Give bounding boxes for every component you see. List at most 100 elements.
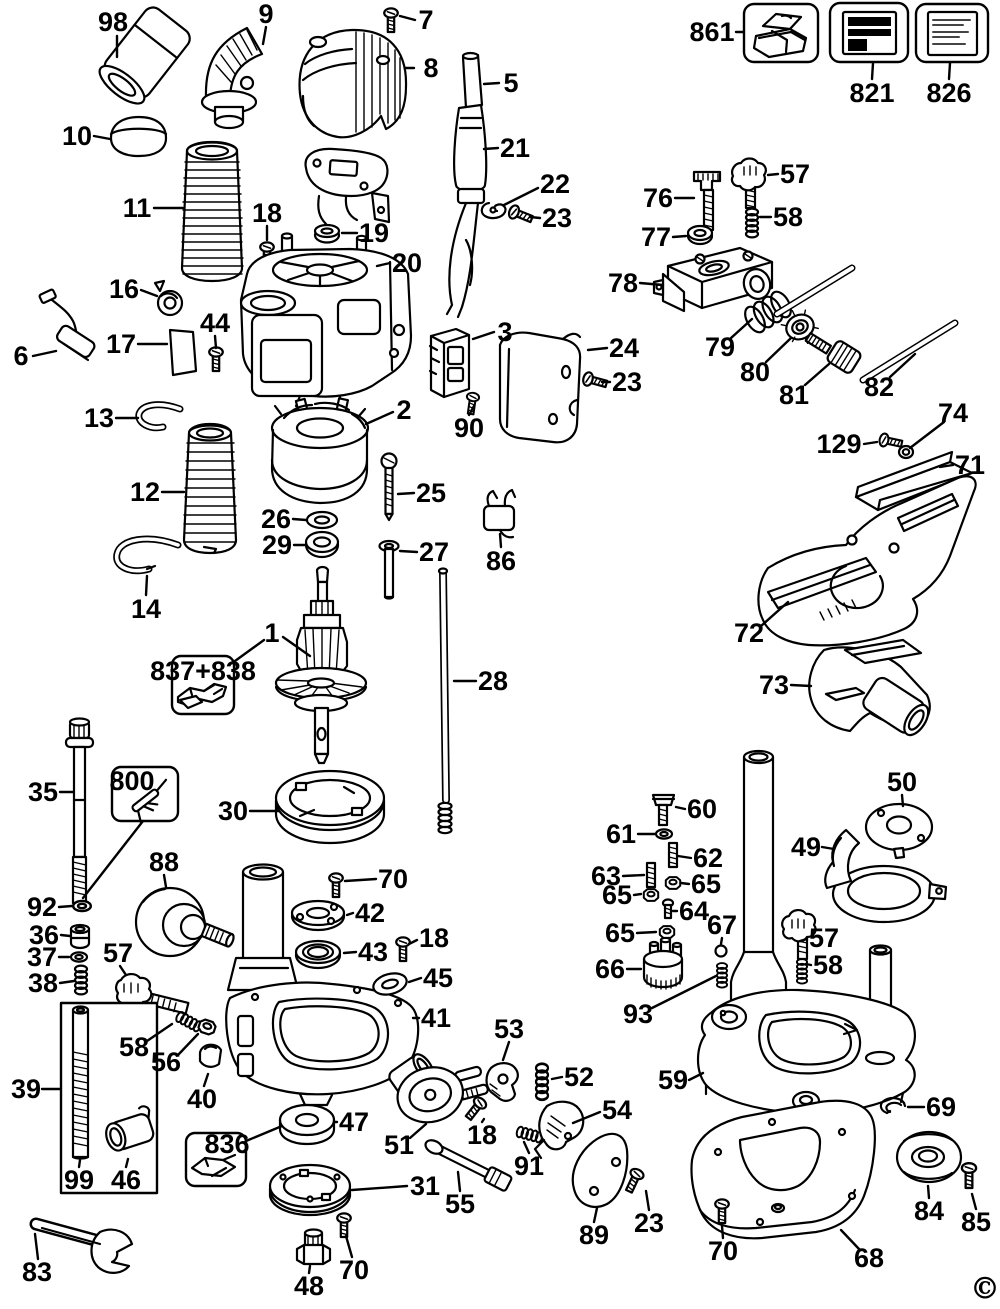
part-58-spring-right	[795, 958, 809, 985]
leader-line	[804, 962, 813, 967]
leader-line	[33, 1232, 40, 1261]
callout-40: 40	[187, 1084, 217, 1114]
leader-line	[467, 404, 476, 417]
part-71-guide-rail	[854, 450, 974, 512]
callout-12: 12	[130, 477, 160, 507]
part-3-switch	[428, 327, 471, 399]
leader-line	[407, 938, 419, 946]
callout-70-3: 70	[708, 1236, 738, 1266]
part-64-screw	[661, 898, 675, 920]
callout-44: 44	[200, 308, 230, 338]
callout-36: 36	[29, 920, 59, 950]
callout-38: 38	[28, 968, 58, 998]
callout-61: 61	[606, 819, 636, 849]
leader-line	[926, 1184, 931, 1200]
leader-line	[592, 1206, 599, 1224]
part-52-spring	[534, 1062, 550, 1102]
leader-line	[398, 14, 417, 22]
callout-90: 90	[454, 413, 484, 443]
callout-27: 27	[419, 537, 449, 567]
part-46-adapter	[105, 1105, 155, 1152]
leader-line	[213, 334, 218, 350]
part-85-screw	[960, 1162, 978, 1190]
callout-79: 79	[705, 332, 735, 362]
part-53-lock-lever	[485, 1062, 519, 1102]
inset-836-box	[184, 1131, 248, 1188]
leader-line	[471, 330, 496, 341]
part-50-turret-plate	[864, 802, 934, 860]
part-35-adjust-rod	[64, 717, 95, 907]
callout-50: 50	[887, 767, 917, 797]
callout-837+838: 837+838	[150, 656, 256, 686]
leader-line	[638, 281, 665, 287]
part-70-screw-b	[336, 1212, 352, 1239]
part-25-long-screw	[380, 452, 398, 522]
leader-line	[798, 937, 809, 943]
callout-7: 7	[418, 5, 433, 35]
part-16-bearing	[153, 279, 184, 317]
leader-line	[59, 933, 72, 938]
callout-99: 99	[64, 1165, 94, 1195]
part-61-washer	[654, 828, 674, 840]
part-43-bearing	[294, 939, 342, 970]
part-40-cam	[198, 1043, 223, 1068]
leader-line	[144, 574, 149, 597]
part-98-dust-spout	[98, 6, 191, 105]
leader-line	[839, 1228, 861, 1251]
part-129-screw	[877, 431, 905, 452]
leader-line	[345, 911, 355, 917]
callout-77: 77	[641, 222, 671, 252]
callout-92: 92	[27, 892, 57, 922]
callout-68: 68	[854, 1243, 884, 1273]
leader-line	[679, 881, 691, 886]
callout-65-3: 65	[691, 869, 721, 899]
callout-62: 62	[693, 843, 723, 873]
callout-53: 53	[494, 1014, 524, 1044]
leader-line	[233, 638, 266, 663]
leader-line	[687, 1071, 705, 1082]
part-92-oring	[71, 899, 93, 913]
callout-18-3: 18	[467, 1120, 497, 1150]
leader-line	[729, 317, 754, 340]
part-60-screw	[651, 793, 676, 827]
callout-861: 861	[689, 17, 734, 47]
inset-826-box	[914, 2, 990, 64]
leader-line	[57, 904, 74, 909]
part-66-depth-turret	[642, 936, 684, 990]
callout-65-2: 65	[602, 880, 632, 910]
leader-line	[671, 234, 688, 239]
callout-48: 48	[294, 1271, 324, 1301]
leader-line	[720, 1224, 725, 1240]
part-65-nut-b	[642, 888, 660, 902]
leader-line	[621, 873, 646, 878]
part-72-fence-body	[757, 475, 977, 647]
part-13-wire-clip	[135, 401, 184, 432]
callout-69: 69	[926, 1092, 956, 1122]
callout-86: 86	[486, 546, 516, 576]
callout-25: 25	[416, 478, 446, 508]
leader-line	[244, 1124, 284, 1143]
leader-line	[862, 440, 879, 446]
leader-line	[550, 1075, 564, 1081]
part-80-knurled-nut	[780, 309, 820, 345]
part-54-latch	[533, 1100, 585, 1160]
leader-line	[343, 877, 378, 883]
part-89-gasket	[571, 1132, 629, 1208]
leader-line	[31, 349, 58, 358]
callout-58: 58	[119, 1032, 149, 1062]
part-62-stud	[667, 841, 679, 869]
part-93-spring	[715, 962, 729, 989]
part-99-threaded-rod	[71, 1005, 90, 1160]
leader-line	[482, 81, 501, 86]
part-68-sub-base	[690, 1099, 876, 1240]
leader-line	[92, 134, 112, 141]
callout-83: 83	[22, 1257, 52, 1287]
callout-836: 836	[204, 1129, 249, 1159]
part-88-spindle-knob	[134, 886, 235, 958]
part-63-stud	[645, 861, 657, 889]
leader-line	[118, 964, 128, 977]
leader-line	[766, 172, 780, 177]
callout-20: 20	[392, 248, 422, 278]
part-58-spring-top	[744, 207, 760, 239]
callout-2: 2	[396, 395, 411, 425]
